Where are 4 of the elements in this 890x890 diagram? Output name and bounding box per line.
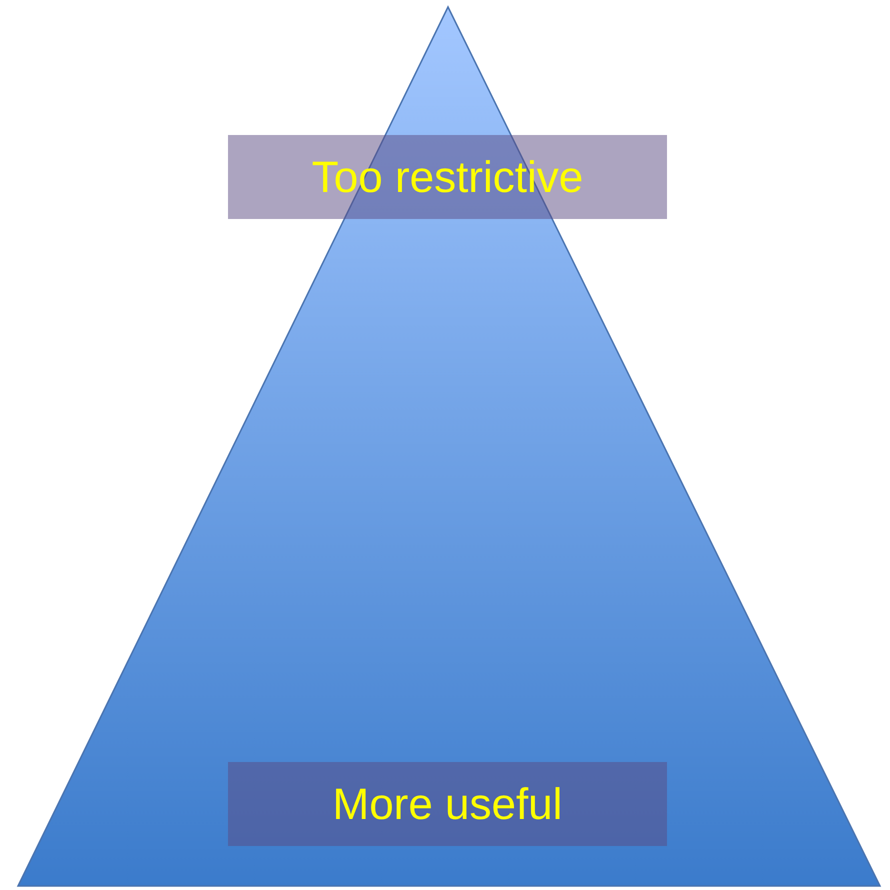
- label-band: [228, 135, 667, 219]
- band-text: More useful: [332, 778, 562, 830]
- band-text: Too restrictive: [312, 152, 584, 204]
- label-band: [228, 762, 667, 846]
